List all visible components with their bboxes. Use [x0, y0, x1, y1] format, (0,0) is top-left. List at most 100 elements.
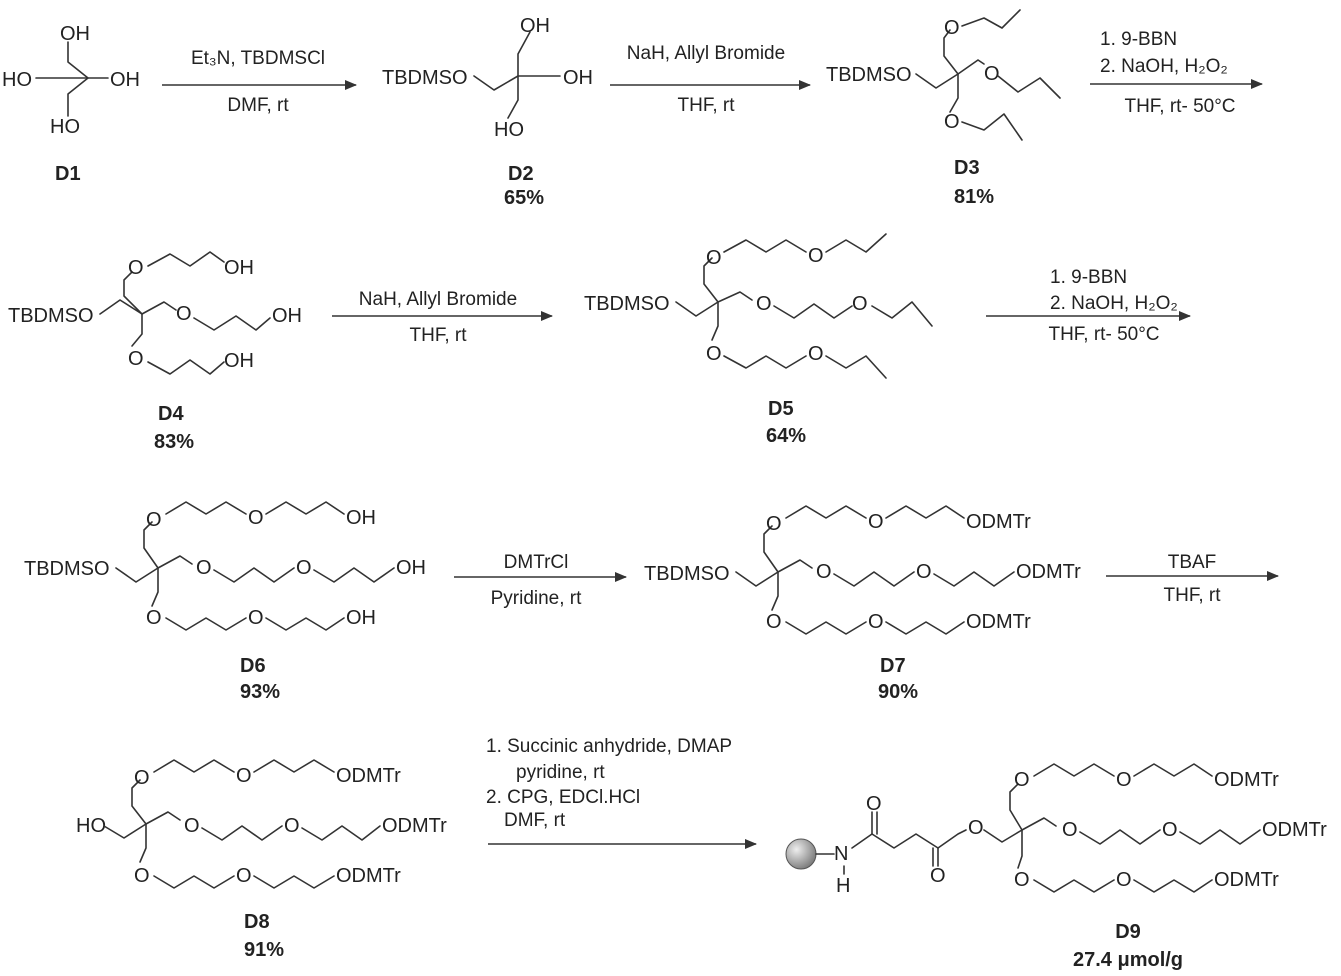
- yield-label: 65%: [504, 187, 544, 209]
- atom-o: O: [868, 511, 884, 533]
- yield-label: 83%: [154, 431, 194, 453]
- atom-tbdmso: TBDMSO: [8, 305, 94, 327]
- reagent-label: DMTrCl: [504, 552, 569, 573]
- atom-oh: OH: [396, 557, 426, 579]
- atom-o: O: [1116, 769, 1132, 791]
- atom-o: O: [284, 815, 300, 837]
- atom-o: O: [808, 245, 824, 267]
- atom-o: O: [134, 865, 150, 887]
- atom-oh: OH: [346, 607, 376, 629]
- atom-o: O: [146, 607, 162, 629]
- atom-o: O: [866, 793, 882, 815]
- atom-o: O: [930, 865, 946, 887]
- atom-tbdmso: TBDMSO: [382, 67, 468, 89]
- reagent-label: 1. Succinic anhydride, DMAP: [486, 736, 732, 757]
- compound-d9: N H O O O O O ODMTr O O ODMTr O O ODMTr …: [785, 763, 1327, 971]
- reagent-label: DMF, rt: [504, 810, 566, 831]
- atom-o: O: [134, 767, 150, 789]
- atom-o: O: [706, 247, 722, 269]
- atom-tbdmso: TBDMSO: [644, 563, 730, 585]
- compound-id: D3: [954, 157, 980, 179]
- reaction-arrow-5: 1. 9-BBN 2. NaOH, H₂O₂ THF, rt- 50°C: [986, 267, 1191, 345]
- atom-o: O: [236, 865, 252, 887]
- reagent-label: Et₃N, TBDMSCl: [191, 48, 325, 69]
- compound-d6: TBDMSO O O OH O O OH O O OH D6 93%: [24, 501, 426, 703]
- atom-o: O: [816, 561, 832, 583]
- atom-odmtr: ODMTr: [382, 815, 447, 837]
- atom-o: O: [248, 507, 264, 529]
- atom-oh: OH: [60, 23, 90, 45]
- compound-id: D2: [508, 163, 534, 185]
- compound-d3: TBDMSO O O O D3 81%: [826, 9, 1061, 208]
- atom-o: O: [248, 607, 264, 629]
- reaction-arrow-7: TBAF THF, rt: [1106, 552, 1279, 606]
- reaction-arrow-4: NaH, Allyl Bromide THF, rt: [332, 289, 553, 346]
- atom-ho: HO: [494, 119, 524, 141]
- compound-id: D5: [768, 398, 794, 420]
- atom-o: O: [968, 817, 984, 839]
- atom-tbdmso: TBDMSO: [826, 64, 912, 86]
- atom-tbdmso: TBDMSO: [584, 293, 670, 315]
- atom-o: O: [868, 611, 884, 633]
- reaction-arrow-1: Et₃N, TBDMSCl DMF, rt: [162, 48, 357, 116]
- atom-o: O: [944, 17, 960, 39]
- reaction-arrow-3: 1. 9-BBN 2. NaOH, H₂O₂ THF, rt- 50°C: [1090, 29, 1263, 117]
- atom-oh: OH: [224, 257, 254, 279]
- compound-d8: HO O O ODMTr O O ODMTr O O ODMTr D8 91%: [76, 759, 447, 961]
- reagent-label: 2. NaOH, H₂O₂: [1100, 56, 1228, 77]
- reaction-arrow-6: DMTrCl Pyridine, rt: [454, 552, 627, 609]
- atom-o: O: [944, 111, 960, 133]
- atom-o: O: [916, 561, 932, 583]
- atom-odmtr: ODMTr: [336, 865, 401, 887]
- atom-oh: OH: [110, 69, 140, 91]
- atom-o: O: [1062, 819, 1078, 841]
- reagent-label: 1. 9-BBN: [1100, 29, 1177, 50]
- atom-n: N: [834, 843, 848, 865]
- atom-odmtr: ODMTr: [1016, 561, 1081, 583]
- reaction-arrow-2: NaH, Allyl Bromide THF, rt: [610, 43, 811, 116]
- atom-oh: OH: [520, 15, 550, 37]
- atom-odmtr: ODMTr: [966, 511, 1031, 533]
- solvent-label: THF, rt- 50°C: [1124, 96, 1235, 117]
- yield-label: 93%: [240, 681, 280, 703]
- solvent-label: Pyridine, rt: [491, 588, 583, 609]
- compound-d2: TBDMSO OH OH HO D2 65%: [382, 15, 593, 209]
- atom-o: O: [852, 293, 868, 315]
- atom-oh: OH: [272, 305, 302, 327]
- atom-o: O: [128, 348, 144, 370]
- atom-o: O: [1116, 869, 1132, 891]
- atom-odmtr: ODMTr: [1214, 869, 1279, 891]
- atom-oh: OH: [346, 507, 376, 529]
- atom-ho: HO: [2, 69, 32, 91]
- compound-id: D6: [240, 655, 266, 677]
- reagent-label: NaH, Allyl Bromide: [627, 43, 785, 64]
- reagent-label: pyridine, rt: [516, 762, 605, 783]
- reaction-arrow-8: 1. Succinic anhydride, DMAP pyridine, rt…: [486, 736, 757, 849]
- loading-label: 27.4 μmol/g: [1073, 949, 1183, 971]
- compound-id: D8: [244, 911, 270, 933]
- atom-o: O: [128, 257, 144, 279]
- atom-o: O: [146, 509, 162, 531]
- atom-o: O: [1014, 769, 1030, 791]
- atom-o: O: [296, 557, 312, 579]
- solvent-label: DMF, rt: [227, 95, 289, 116]
- atom-o: O: [1014, 869, 1030, 891]
- atom-o: O: [808, 343, 824, 365]
- atom-o: O: [176, 303, 192, 325]
- atom-odmtr: ODMTr: [1214, 769, 1279, 791]
- atom-ho: HO: [76, 815, 106, 837]
- yield-label: 91%: [244, 939, 284, 961]
- yield-label: 64%: [766, 425, 806, 447]
- atom-o: O: [766, 611, 782, 633]
- atom-o: O: [756, 293, 772, 315]
- atom-o: O: [1162, 819, 1178, 841]
- atom-odmtr: ODMTr: [336, 765, 401, 787]
- solvent-label: THF, rt: [1164, 585, 1222, 606]
- atom-o: O: [706, 343, 722, 365]
- atom-o: O: [984, 63, 1000, 85]
- yield-label: 81%: [954, 186, 994, 208]
- atom-oh: OH: [563, 67, 593, 89]
- compound-d1: OH OH HO HO D1: [2, 23, 140, 185]
- compound-id: D1: [55, 163, 81, 185]
